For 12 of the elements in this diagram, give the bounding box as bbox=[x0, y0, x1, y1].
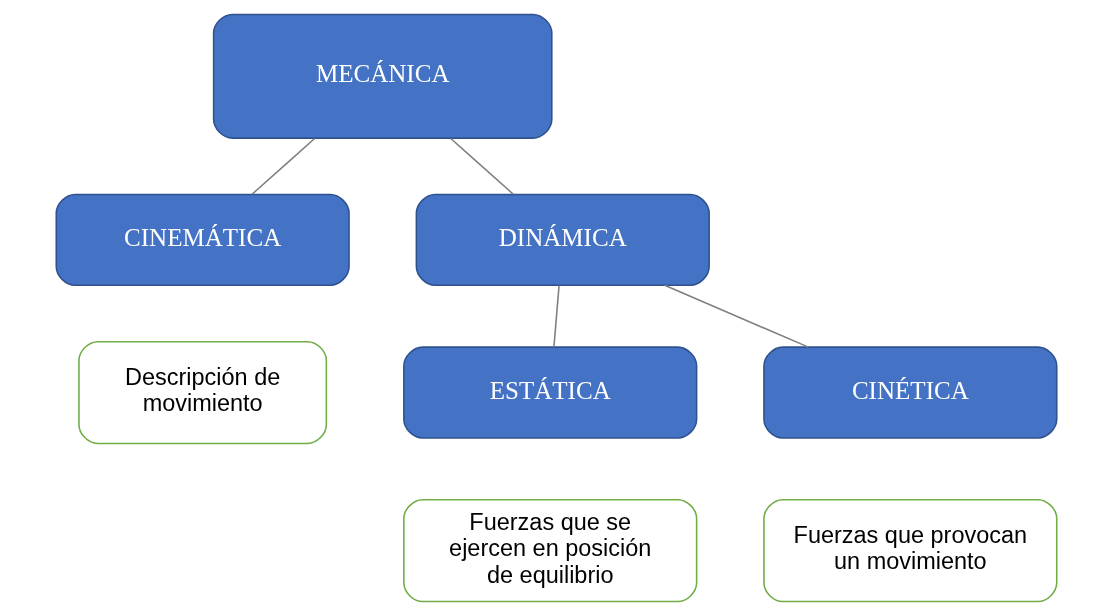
node-box: Fuerzas que se ejercen en posición de equilibrio bbox=[403, 499, 698, 603]
node-box: CINEMÁTICA bbox=[55, 193, 350, 287]
connector bbox=[553, 284, 560, 348]
connector bbox=[663, 284, 810, 348]
connector bbox=[251, 137, 316, 195]
node-box: Descripción de movimiento bbox=[78, 340, 328, 445]
node-box: CINÉTICA bbox=[763, 346, 1058, 439]
node-box: ESTÁTICA bbox=[403, 346, 698, 439]
connector bbox=[450, 137, 514, 195]
node-box: MECÁNICA bbox=[212, 13, 553, 139]
node-box: Fuerzas que provocan un movimiento bbox=[763, 499, 1058, 603]
node-box: DINÁMICA bbox=[415, 193, 710, 287]
